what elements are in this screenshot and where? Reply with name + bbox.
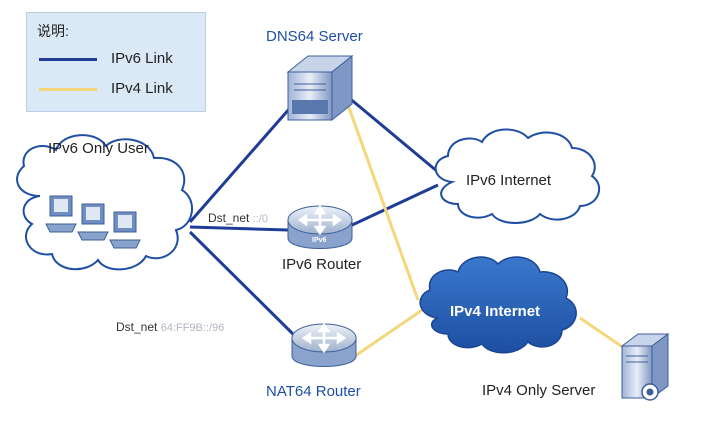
ipv6-link-dns64-ipv6internet: [347, 95, 439, 174]
ipv4-server-icon: [620, 333, 670, 401]
dns64-server-label: DNS64 Server: [266, 28, 363, 45]
ipv4-links: [346, 104, 625, 358]
router-badge: IPv6: [312, 237, 327, 244]
ipv4-link-ipv4internet-server: [579, 316, 625, 350]
legend-item-ipv6: IPv6 Link: [39, 49, 199, 69]
ipv4-internet-cloud: [419, 256, 577, 354]
ipv4-link-swatch: [39, 88, 97, 91]
route-prefix: Dst_net: [208, 211, 250, 225]
ipv6-link-user-ipv6router: [189, 225, 289, 232]
nat64-router-icon: [291, 322, 357, 367]
dns64-server-icon: [286, 54, 354, 122]
pc-icon: [77, 203, 109, 241]
ipv4-link-dns64-ipv4internet: [346, 104, 420, 301]
ipv6-link-ipv6router-ipv6internet: [349, 183, 439, 228]
ipv6-only-user-label: IPv6 Only User: [48, 140, 149, 157]
ipv6-router-icon: [287, 204, 353, 249]
route-prefix: Dst_net: [116, 320, 158, 334]
route-value: 64:FF9B::/96: [160, 322, 225, 334]
ipv6-link-user-dns64: [188, 107, 292, 223]
nat64-router-label: NAT64 Router: [266, 383, 361, 400]
ipv6-links: [188, 95, 439, 339]
legend: 说明: IPv6 Link IPv4 Link: [26, 12, 206, 112]
route-value: ::/0: [252, 213, 268, 225]
ipv6-internet-label: IPv6 Internet: [466, 172, 552, 189]
route-annotation-nat64: Dst_net 64:FF9B::/96: [116, 320, 224, 334]
ipv6-user-cloud: [16, 134, 193, 271]
ipv6-link-user-nat64: [188, 230, 298, 339]
ipv6-router-label: IPv6 Router: [282, 256, 362, 273]
ipv6-link-swatch: [39, 58, 97, 61]
user-computers: [45, 195, 141, 249]
legend-title: 说明:: [37, 23, 69, 39]
ipv4-internet-label: IPv4 Internet: [450, 303, 541, 320]
legend-label-ipv4: IPv4 Link: [111, 80, 173, 97]
ipv6-internet-cloud: [434, 128, 601, 224]
pc-icon: [109, 211, 141, 249]
legend-label-ipv6: IPv6 Link: [111, 50, 173, 67]
ipv4-only-server-label: IPv4 Only Server: [482, 382, 596, 399]
legend-item-ipv4: IPv4 Link: [39, 79, 199, 99]
route-annotation-ipv6: Dst_net ::/0: [208, 211, 268, 225]
ipv4-link-nat64-ipv4internet: [354, 306, 426, 358]
pc-icon: [45, 195, 77, 233]
